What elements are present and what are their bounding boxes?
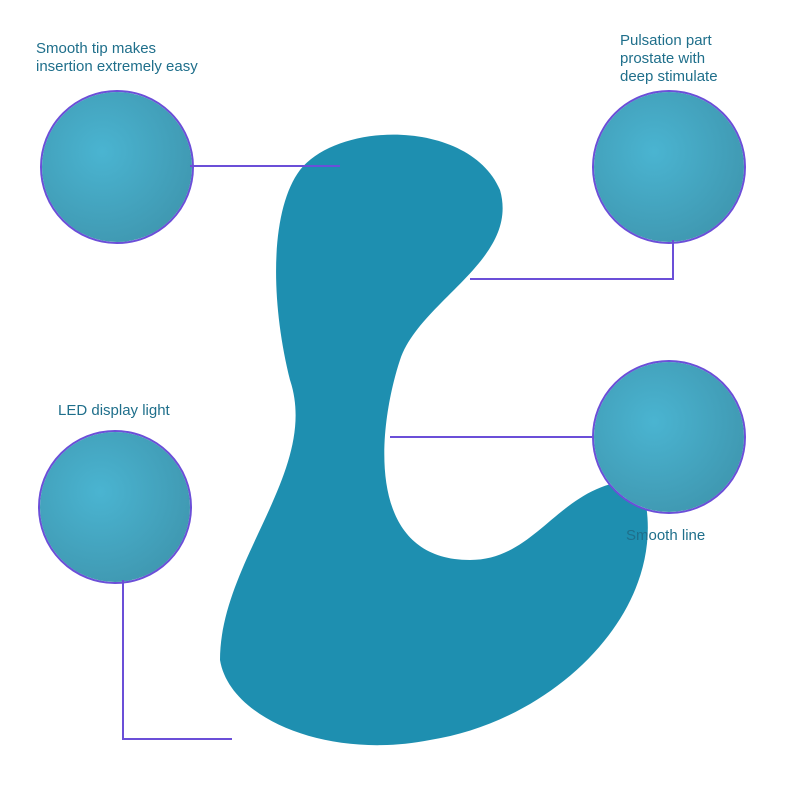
connector-line-tip (190, 165, 340, 167)
connector-line-pulse-v (672, 240, 674, 280)
callout-circle-led (38, 430, 192, 584)
connector-line-smooth (390, 436, 592, 438)
callout-label-pulse: Pulsation part prostate with deep stimul… (620, 32, 718, 85)
callout-label-line: Smooth line (626, 527, 706, 544)
callout-label-led: LED display light (58, 402, 170, 419)
connector-line-led-h (122, 738, 232, 740)
connector-line-pulse-h (470, 278, 674, 280)
callout-circle-pulse (592, 90, 746, 244)
callout-circle-line (592, 360, 746, 514)
callout-circle-tip (40, 90, 194, 244)
callout-label-tip: Smooth tip makes insertion extremely eas… (36, 40, 198, 75)
connector-line-led-v (122, 580, 124, 740)
